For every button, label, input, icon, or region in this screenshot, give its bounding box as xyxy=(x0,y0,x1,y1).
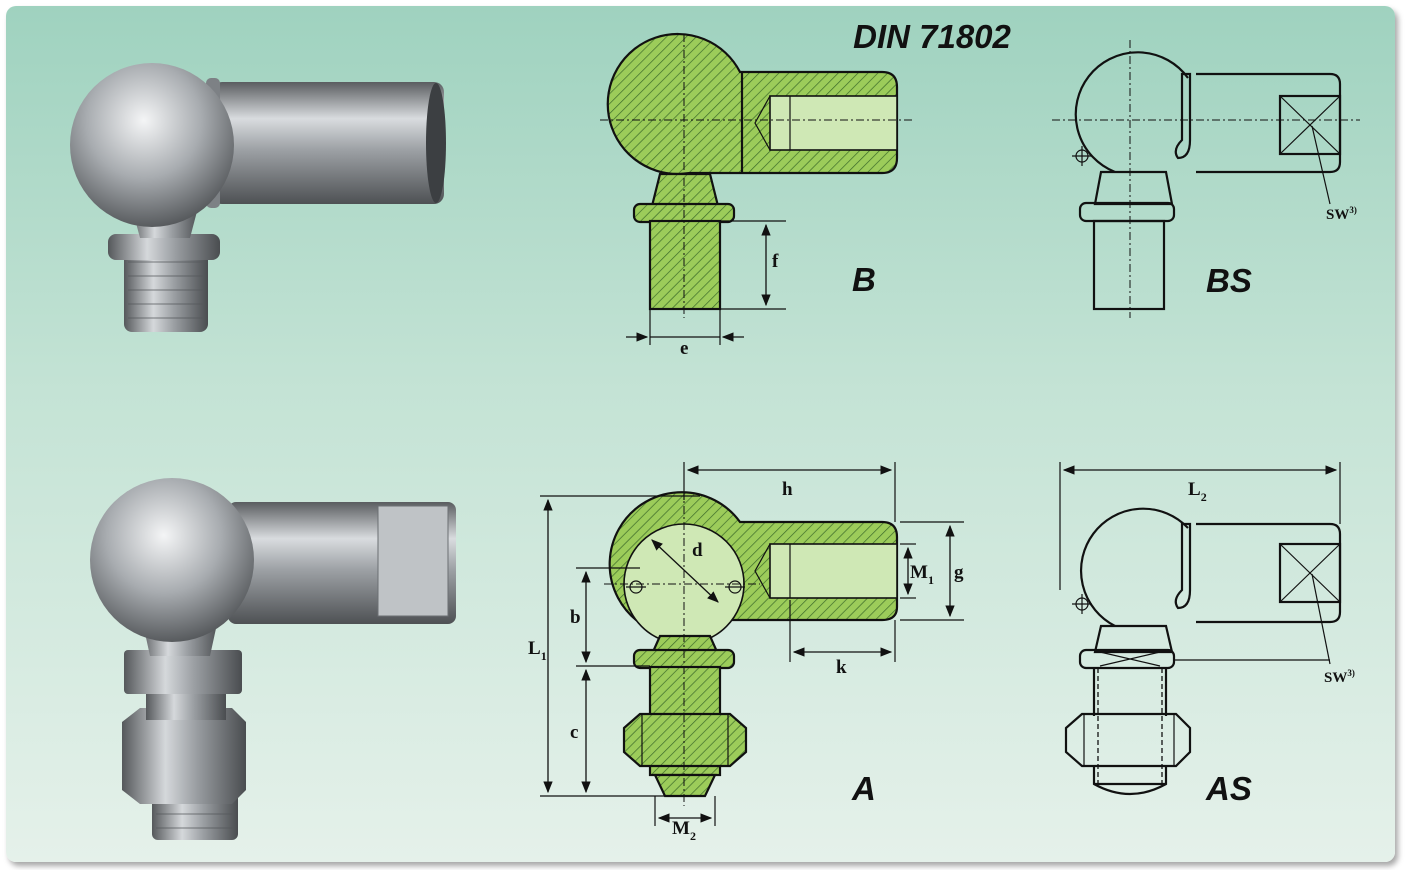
dim-c-label: c xyxy=(570,722,578,743)
drawing-type-bs: SW3) BS xyxy=(1052,40,1360,318)
variant-as-label: AS xyxy=(1205,770,1252,807)
sw-bottom-label: SW3) xyxy=(1324,668,1355,686)
dim-m1-label: M1 xyxy=(910,562,934,587)
dim-m2-label: M2 xyxy=(672,818,696,843)
dim-f-label: f xyxy=(772,251,779,272)
dim-k-label: k xyxy=(836,657,847,678)
drawing-type-a: h d b c L1 M1 g k M2 A xyxy=(528,462,964,843)
dim-h-label: h xyxy=(782,479,793,500)
drawing-type-as: L2 SW3) AS xyxy=(1059,462,1355,807)
dim-d-label: d xyxy=(692,540,703,561)
variant-b-label: B xyxy=(852,261,876,298)
photo-type-b xyxy=(70,63,446,332)
photo-type-a xyxy=(90,478,456,840)
dim-l2-label: L2 xyxy=(1188,479,1207,504)
dim-g-label: g xyxy=(954,562,964,583)
drawing-type-b: f e B xyxy=(600,32,914,359)
variant-bs-label: BS xyxy=(1206,262,1252,299)
variant-a-label: A xyxy=(851,770,876,807)
sw-top-label: SW3) xyxy=(1326,205,1357,223)
dim-l1-label: L1 xyxy=(528,638,547,663)
dim-b-label: b xyxy=(570,607,581,628)
dim-e-label: e xyxy=(680,338,688,359)
drawing-title: DIN 71802 xyxy=(853,18,1011,55)
